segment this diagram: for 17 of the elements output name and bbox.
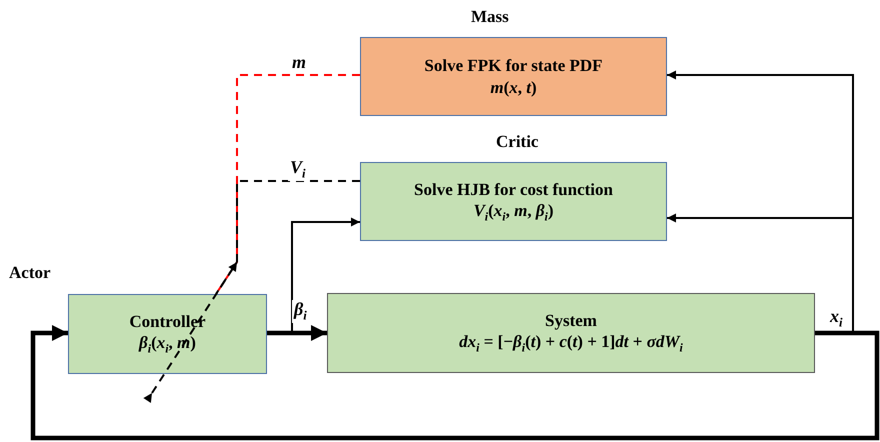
dashed-connector (215, 180, 360, 295)
block-heading: Mass (471, 7, 509, 27)
edge-label: β$_{i}$ (292, 300, 309, 324)
equation: m(x, t) (490, 76, 537, 98)
block-heading: Actor (9, 263, 51, 283)
block-title: Solve HJB for cost function (414, 178, 613, 200)
block-title: System (545, 310, 597, 332)
arrow (267, 218, 360, 334)
equation: dx$_{i}$ = [−β$_{i}$(t) + c(t) + 1]dt + σdW$_{i}$ (459, 331, 683, 356)
process-box (327, 293, 815, 373)
block-title: Controller (129, 311, 206, 332)
arrow (267, 325, 327, 341)
block-heading: Critic (496, 132, 538, 152)
block-title: Solve FPK for state PDF (424, 55, 603, 76)
arrow (667, 214, 854, 334)
equation: V$_{i}$(x$_{i}$, m, β$_{i}$) (473, 200, 554, 224)
edge-label: V$_{i}$ (288, 158, 308, 182)
